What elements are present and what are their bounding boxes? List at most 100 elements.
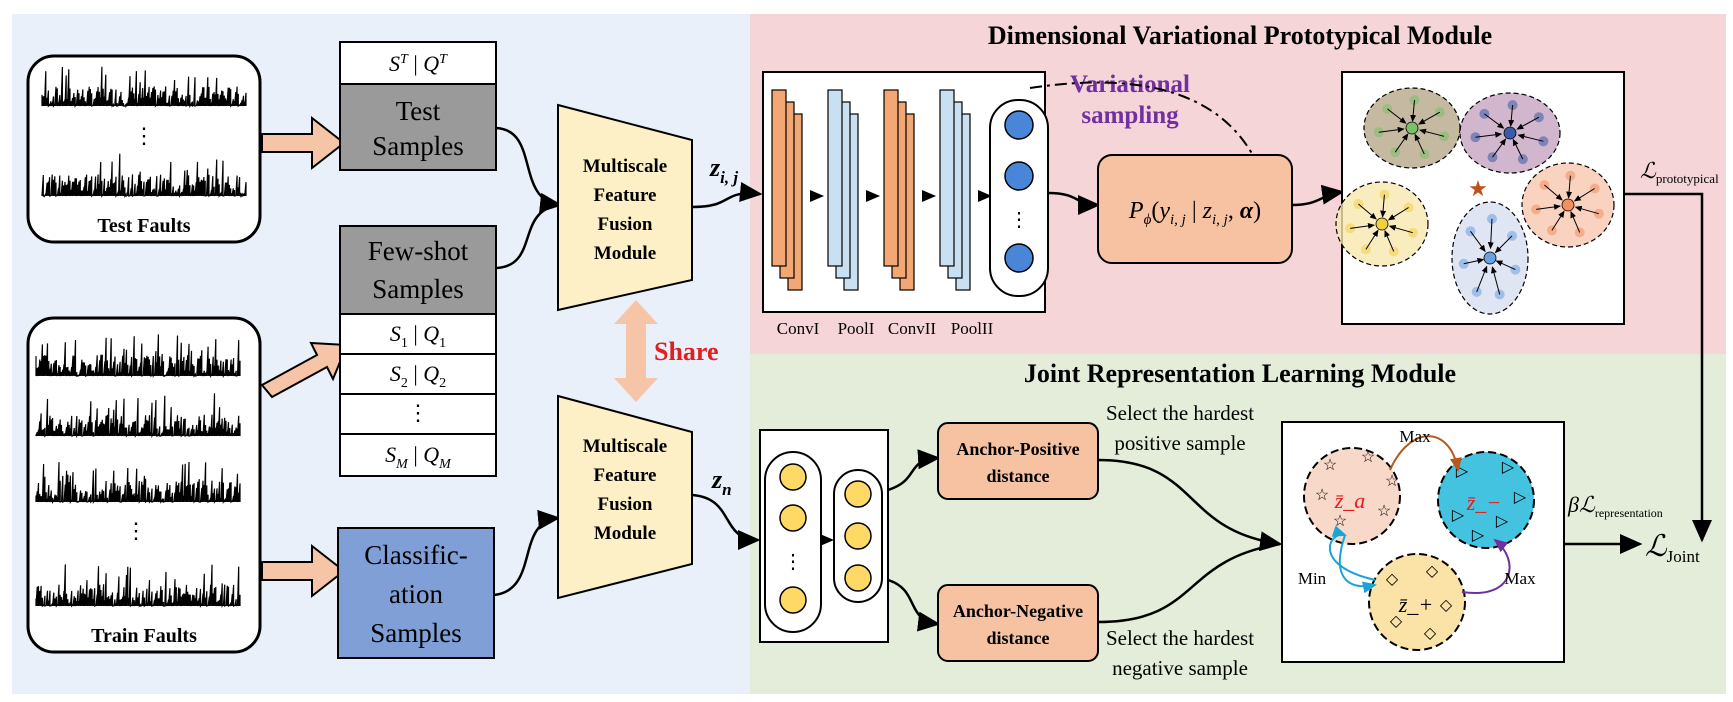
- train-wave-1: [35, 330, 241, 379]
- mlp-layer-1: ⋮: [764, 451, 822, 633]
- max-arrow-bottom: [1461, 538, 1511, 595]
- mlp-to-anchor-positive: [887, 449, 941, 492]
- jrl-module-title: Joint Representation Learning Module: [1024, 359, 1456, 388]
- pool1-label: PoolI: [838, 319, 875, 338]
- test-to-mffm-curve: [495, 126, 563, 213]
- classification-samples-box: [337, 527, 495, 659]
- anchor-star-icon: ☆: [1315, 487, 1329, 504]
- min-label: Min: [1298, 569, 1327, 588]
- anchor-negative-line2: distance: [987, 628, 1050, 648]
- anchor-star-icon: ☆: [1361, 449, 1375, 466]
- task-row-m: SM | QM: [385, 442, 452, 472]
- z-n-label: zn: [711, 465, 732, 499]
- test-samples-box: [339, 83, 497, 171]
- mffm-top-line3: Fusion: [598, 214, 653, 235]
- mffm-bottom-line1: Multiscale: [583, 436, 667, 457]
- train-faults-panel: ⋮ Train Faults: [26, 316, 262, 654]
- mffm-bottom-line3: Fusion: [598, 494, 653, 515]
- conv2-label: ConvII: [888, 319, 937, 338]
- conv2-slabs: [883, 89, 915, 291]
- green-cluster: [1363, 87, 1461, 169]
- anchor-cluster: [1303, 447, 1401, 545]
- fewshot-line1: Few-shot: [368, 236, 469, 266]
- purple-cluster: [1459, 92, 1561, 174]
- anchor-star-icon: ☆: [1323, 457, 1337, 474]
- pool2-label: PoolII: [951, 319, 994, 338]
- anchor-positive-box: [937, 422, 1099, 500]
- dvp-module-title: Dimensional Variational Prototypical Mod…: [988, 21, 1492, 50]
- negative-to-triplet-arrow: [1097, 542, 1281, 624]
- centroid-star-icon: ★: [1468, 176, 1488, 201]
- mlp-to-anchor-negative: [887, 578, 941, 632]
- loss-prototypical: ℒprototypical: [1640, 159, 1719, 186]
- test-wave-1: [41, 64, 247, 109]
- fc-node-column: ⋮: [989, 99, 1049, 297]
- train-faults-label: Train Faults: [91, 625, 197, 647]
- positive-diamond-icon: ◇: [1440, 597, 1453, 614]
- mffm-top-line1: Multiscale: [583, 156, 667, 177]
- anchor-negative-box: [937, 584, 1099, 662]
- yellow-cluster: [1335, 181, 1429, 267]
- test-signal-waveforms: [41, 64, 247, 199]
- train-wave-3: [35, 456, 241, 505]
- negative-triangle-icon: ▷: [1496, 513, 1509, 530]
- anchor-star-icon: ☆: [1377, 503, 1391, 520]
- variational-label-line2: sampling: [1081, 102, 1179, 129]
- pool2-slabs: [939, 89, 971, 291]
- positive-diamond-icon: ◇: [1386, 571, 1399, 588]
- negative-triangle-icon: ▷: [1472, 527, 1485, 544]
- zn-arrow: [691, 493, 761, 550]
- select-negative-line2: negative sample: [1112, 656, 1248, 680]
- zij-arrow: [691, 182, 763, 209]
- mffm-bottom-line4: Module: [594, 523, 656, 544]
- positive-cluster: [1368, 553, 1466, 651]
- test-set-label: ST | QT: [389, 51, 448, 76]
- anchor-star-icon: ☆: [1385, 473, 1399, 490]
- orange-cluster: [1521, 162, 1615, 248]
- mffm-bottom-line2: Feature: [594, 465, 657, 486]
- positive-to-triplet-arrow: [1097, 458, 1283, 552]
- test-faults-panel: ⋮ Test Faults: [26, 54, 262, 244]
- test-wave-2: [41, 150, 247, 199]
- task-row-1: S1 | Q1: [390, 321, 446, 351]
- positive-diamond-icon: ◇: [1424, 625, 1437, 642]
- prototypical-to-joint-arrow: [1624, 192, 1712, 543]
- share-double-arrow: [614, 300, 658, 402]
- anchor-star-icon: ☆: [1333, 513, 1347, 530]
- mlp-layer-2: [833, 469, 883, 603]
- select-positive-line1: Select the hardest: [1106, 401, 1254, 425]
- conv1-label: ConvI: [777, 319, 820, 338]
- anchor-positive-line2: distance: [987, 466, 1050, 486]
- test-to-samples-arrow: [261, 115, 346, 171]
- mffm-top-line4: Module: [594, 243, 656, 264]
- min-arrow-return: [1338, 534, 1377, 594]
- svg-text:⋮: ⋮: [783, 551, 803, 573]
- positive-diamond-icon: ◇: [1390, 613, 1403, 630]
- share-label: Share: [654, 337, 719, 366]
- max-label-top: Max: [1399, 427, 1431, 446]
- svg-text:⋮: ⋮: [1009, 209, 1029, 231]
- negative-cluster: [1437, 451, 1535, 549]
- anchor-negative-line1: Anchor-Negative: [953, 601, 1083, 621]
- negative-cluster-label: z̄_−: [1466, 490, 1501, 515]
- cnn-layers: [771, 89, 992, 291]
- max-arrow-top: [1389, 435, 1462, 472]
- test-samples-line1: Test: [396, 96, 441, 126]
- posterior-to-prototype-arrow: [1291, 184, 1345, 207]
- test-faults-label: Test Faults: [97, 215, 190, 237]
- fewshot-line2: Samples: [372, 274, 464, 304]
- mffm-bottom: [557, 394, 693, 600]
- anchor-positive-line1: Anchor-Positive: [956, 439, 1079, 459]
- negative-triangle-icon: ▷: [1452, 507, 1465, 524]
- test-samples-line2: Samples: [372, 131, 464, 161]
- pool1-slabs: [827, 89, 859, 291]
- max-label-bottom: Max: [1504, 569, 1536, 588]
- classification-line2: ation: [389, 579, 443, 609]
- mffm-top: [557, 103, 693, 312]
- train-ellipsis: ⋮: [125, 518, 147, 543]
- fewshot-samples-box: [339, 225, 497, 315]
- train-wave-4: [35, 560, 241, 609]
- conv1-slabs: [771, 89, 803, 291]
- fewshot-to-mffm-curve: [495, 203, 561, 270]
